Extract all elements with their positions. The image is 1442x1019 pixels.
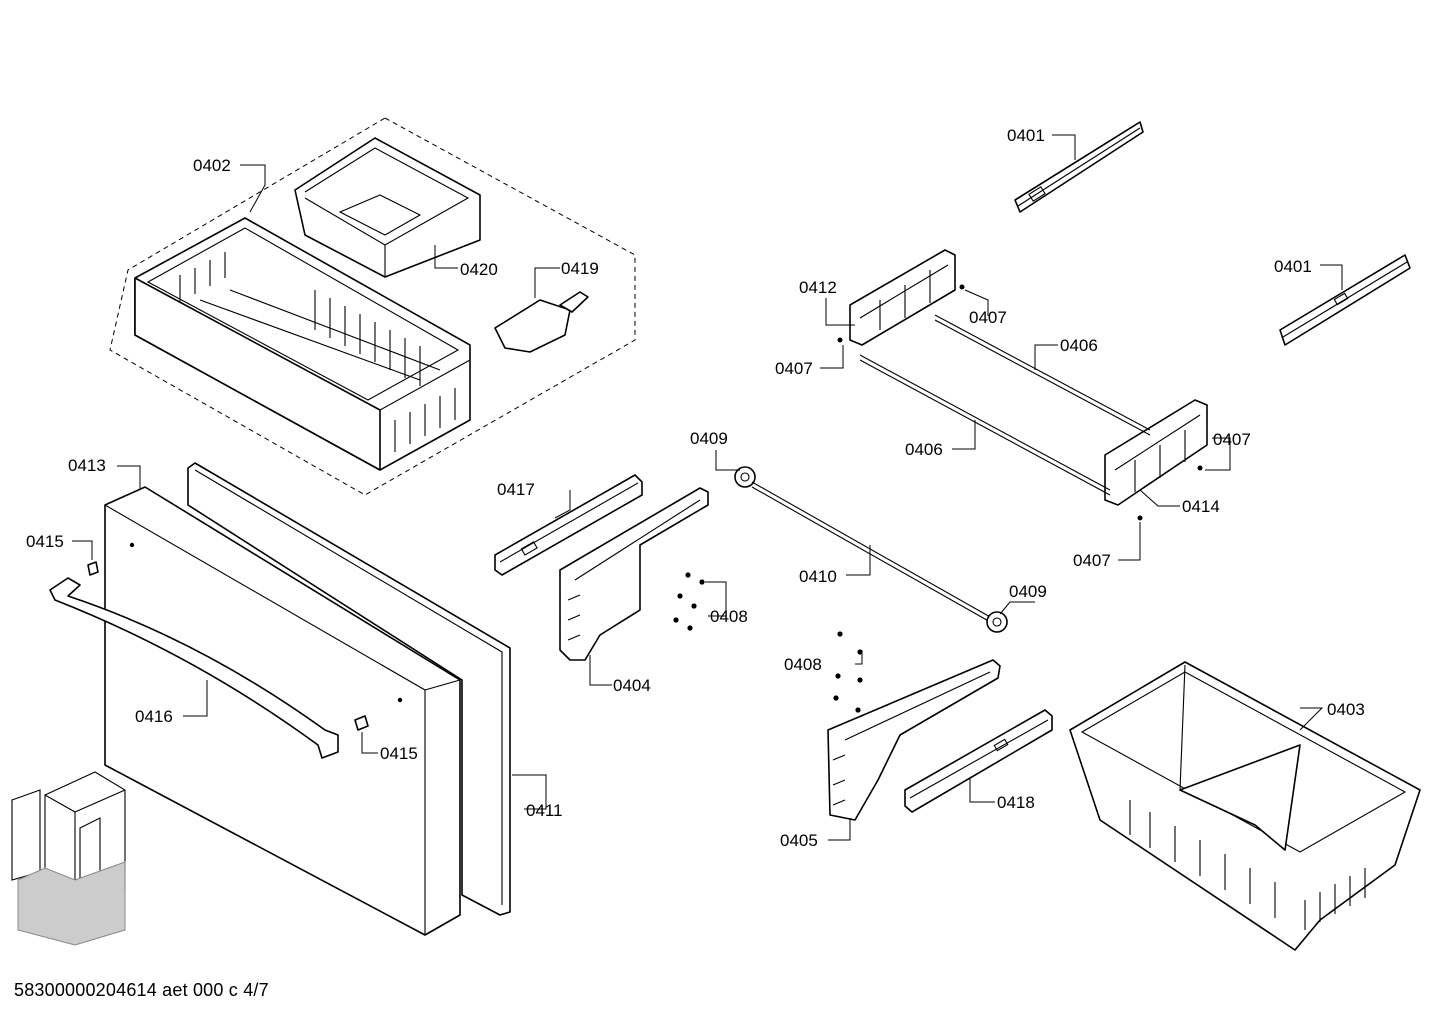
part-0407-screws[interactable]: [837, 284, 1203, 521]
label-0417: 0417: [497, 480, 535, 499]
part-0401-rail-right[interactable]: [1279, 254, 1411, 346]
part-0406-rods[interactable]: [859, 314, 1151, 496]
label-0415-right: 0415: [380, 744, 418, 763]
label-0413: 0413: [68, 456, 106, 475]
part-0409-gear-lower[interactable]: [986, 611, 1008, 633]
label-0409-lower: 0409: [1009, 582, 1047, 601]
part-0402-drawer-basket[interactable]: [134, 217, 471, 471]
label-0407-bottom: 0407: [1073, 551, 1111, 570]
part-0404-mount-bracket-left[interactable]: [559, 487, 709, 661]
label-0402: 0402: [193, 156, 231, 175]
part-labels: 0401 0401 0402 0403 0404 0405 0406 0406 …: [26, 126, 1365, 850]
part-0408-screws-upper[interactable]: [673, 572, 705, 631]
part-0409-gear-upper[interactable]: [734, 466, 756, 488]
part-0405-mount-bracket-right[interactable]: [827, 659, 1001, 821]
label-0408-lower: 0408: [784, 655, 822, 674]
label-0404: 0404: [613, 676, 651, 695]
appliance-locator-thumbnail: [11, 771, 126, 946]
label-0415-left: 0415: [26, 532, 64, 551]
label-0420: 0420: [460, 260, 498, 279]
label-0406-top: 0406: [1060, 336, 1098, 355]
drawer-assembly-group-outline: [109, 117, 636, 496]
document-id: 58300000204614 aet 000 c 4/7: [14, 980, 269, 1000]
part-0417-slide-rail-left[interactable]: [494, 474, 643, 576]
part-0416-door-handle[interactable]: [49, 577, 339, 759]
part-0408-screws-lower[interactable]: [833, 631, 863, 713]
part-0418-slide-rail-right[interactable]: [904, 709, 1053, 813]
part-0419-ice-scoop[interactable]: [494, 291, 589, 353]
label-0401-upper: 0401: [1007, 126, 1045, 145]
label-0407-left: 0407: [775, 359, 813, 378]
part-0412-left-bracket[interactable]: [849, 249, 956, 346]
part-0410-shaft[interactable]: [751, 481, 993, 624]
label-0414: 0414: [1182, 497, 1220, 516]
part-0414-right-bracket[interactable]: [1104, 399, 1208, 506]
label-0416: 0416: [135, 707, 173, 726]
part-0403-lower-basket[interactable]: [1069, 661, 1421, 951]
part-0411-door-gasket[interactable]: [187, 462, 511, 916]
label-0401-right: 0401: [1274, 257, 1312, 276]
label-0408-upper: 0408: [710, 607, 748, 626]
part-0415-handle-screw-left[interactable]: [87, 561, 99, 576]
label-0409-upper: 0409: [690, 429, 728, 448]
label-0403: 0403: [1327, 700, 1365, 719]
label-0410: 0410: [799, 567, 837, 586]
part-0420-small-bin[interactable]: [294, 137, 481, 278]
label-0418: 0418: [997, 793, 1035, 812]
label-0407-top: 0407: [969, 308, 1007, 327]
leader-lines: [72, 134, 1343, 841]
label-0419: 0419: [561, 259, 599, 278]
label-0412: 0412: [799, 278, 837, 297]
label-0407-right: 0407: [1213, 430, 1251, 449]
label-0411: 0411: [526, 801, 563, 820]
part-0401-rail-upper[interactable]: [1014, 121, 1144, 213]
label-0406-bottom: 0406: [905, 440, 943, 459]
label-0405: 0405: [780, 831, 818, 850]
part-0415-handle-screw-right[interactable]: [354, 715, 369, 731]
